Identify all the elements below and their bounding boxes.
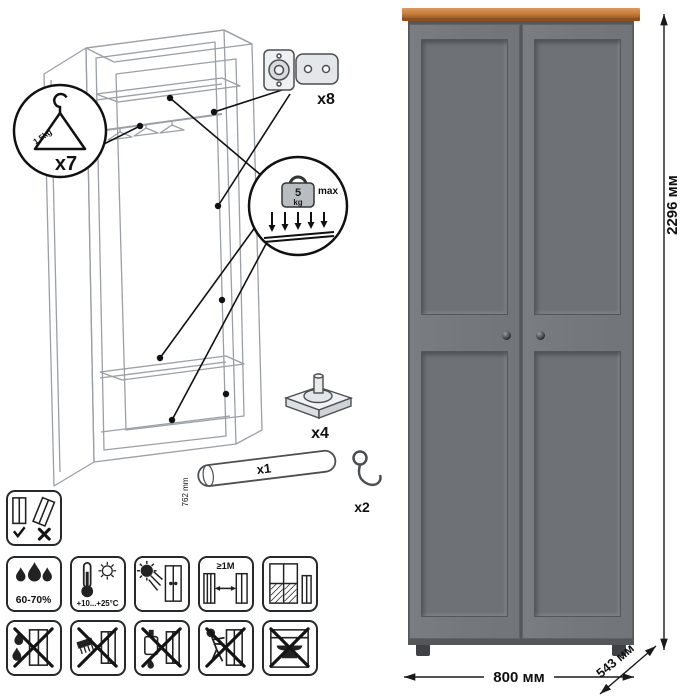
window-icon (269, 563, 299, 604)
wardrobe-render (402, 8, 642, 668)
width-dimension-label: 800 мм (493, 669, 544, 686)
care-icon-no-solvents (134, 620, 190, 676)
care-icon-no-dragging (198, 620, 254, 676)
radiator-icon (203, 572, 216, 604)
sun-icon (98, 561, 117, 580)
hanger-callout: 1.5kg x7 (12, 83, 108, 179)
distance-label: ≥1M (216, 561, 234, 571)
hook-icon (352, 450, 382, 486)
wardrobe-wood-top (402, 8, 640, 21)
wardrobe-foot (416, 645, 430, 656)
door-knob-right (536, 331, 545, 340)
care-icon-no-direct-sunlight (134, 556, 190, 612)
hanger-count-label: x7 (55, 153, 77, 175)
rod-icon: x1 (197, 449, 337, 487)
check-icon (12, 526, 26, 539)
care-icon-no-water (6, 620, 62, 676)
x-icon (269, 627, 310, 668)
x-icon (141, 627, 182, 668)
care-icon-temperature: +10...+25°C (70, 556, 126, 612)
assembly-schematic: 1.5kg x7 5 kg max (12, 29, 382, 515)
rod-count-label: x1 (256, 460, 272, 477)
wardrobe-icon (164, 565, 182, 602)
droplets-icon (12, 631, 24, 661)
x-icon (77, 627, 118, 668)
hanger-icon (33, 92, 87, 151)
care-icon-keep-upright (6, 490, 62, 546)
window-hatching (270, 583, 297, 604)
humidity-label: 60-70% (16, 595, 51, 606)
height-dimension-label: 2296 мм (664, 175, 681, 235)
hinge-icon (263, 49, 339, 91)
wardrobe-body (408, 21, 634, 645)
load-arrows (271, 212, 325, 226)
load-arrowheads (268, 221, 328, 232)
care-icon-window-ventilation (262, 556, 318, 612)
door-panel (421, 351, 508, 617)
droplets-icon (16, 562, 52, 582)
foot-count-label: x4 (311, 425, 329, 442)
wardrobe-icon (301, 574, 312, 604)
wardrobe-door-right (522, 24, 633, 639)
thermometer-icon (81, 562, 94, 598)
care-icon-heater-distance: ≥1M (198, 556, 254, 612)
care-icon-no-abrasives (70, 620, 126, 676)
x-icon (37, 527, 51, 541)
load-max-label: max (318, 186, 338, 197)
care-icon-humidity: 60-70% (6, 556, 62, 612)
load-shelf (263, 231, 335, 243)
x-icon (13, 627, 54, 668)
foot-icon (283, 373, 354, 420)
cabinet-icon (270, 629, 309, 668)
hook-count-label: x2 (354, 499, 370, 515)
door-panel (534, 351, 621, 617)
hinge-count-label: x8 (317, 91, 335, 108)
wardrobe-door-left (409, 24, 520, 639)
load-callout: 5 kg max (247, 155, 349, 257)
wardrobe-icon (28, 629, 49, 666)
load-value-label: 5 (295, 187, 301, 199)
rod-length-label: 762 mm (181, 477, 190, 506)
sun-icon (136, 560, 163, 591)
load-unit-label: kg (293, 198, 302, 207)
door-panel (421, 39, 508, 315)
wardrobe-icon (235, 572, 248, 604)
wardrobe-wireframe (43, 29, 263, 487)
door-panel (534, 39, 621, 315)
callout-lines (99, 89, 291, 421)
weight-icon (281, 182, 315, 208)
care-icon-no-heavy-objects (262, 620, 318, 676)
temperature-label: +10...+25°C (77, 599, 119, 608)
wardrobe-foot (612, 645, 626, 656)
callout-dots (136, 94, 230, 424)
door-knob-left (502, 331, 511, 340)
x-icon (205, 627, 246, 668)
